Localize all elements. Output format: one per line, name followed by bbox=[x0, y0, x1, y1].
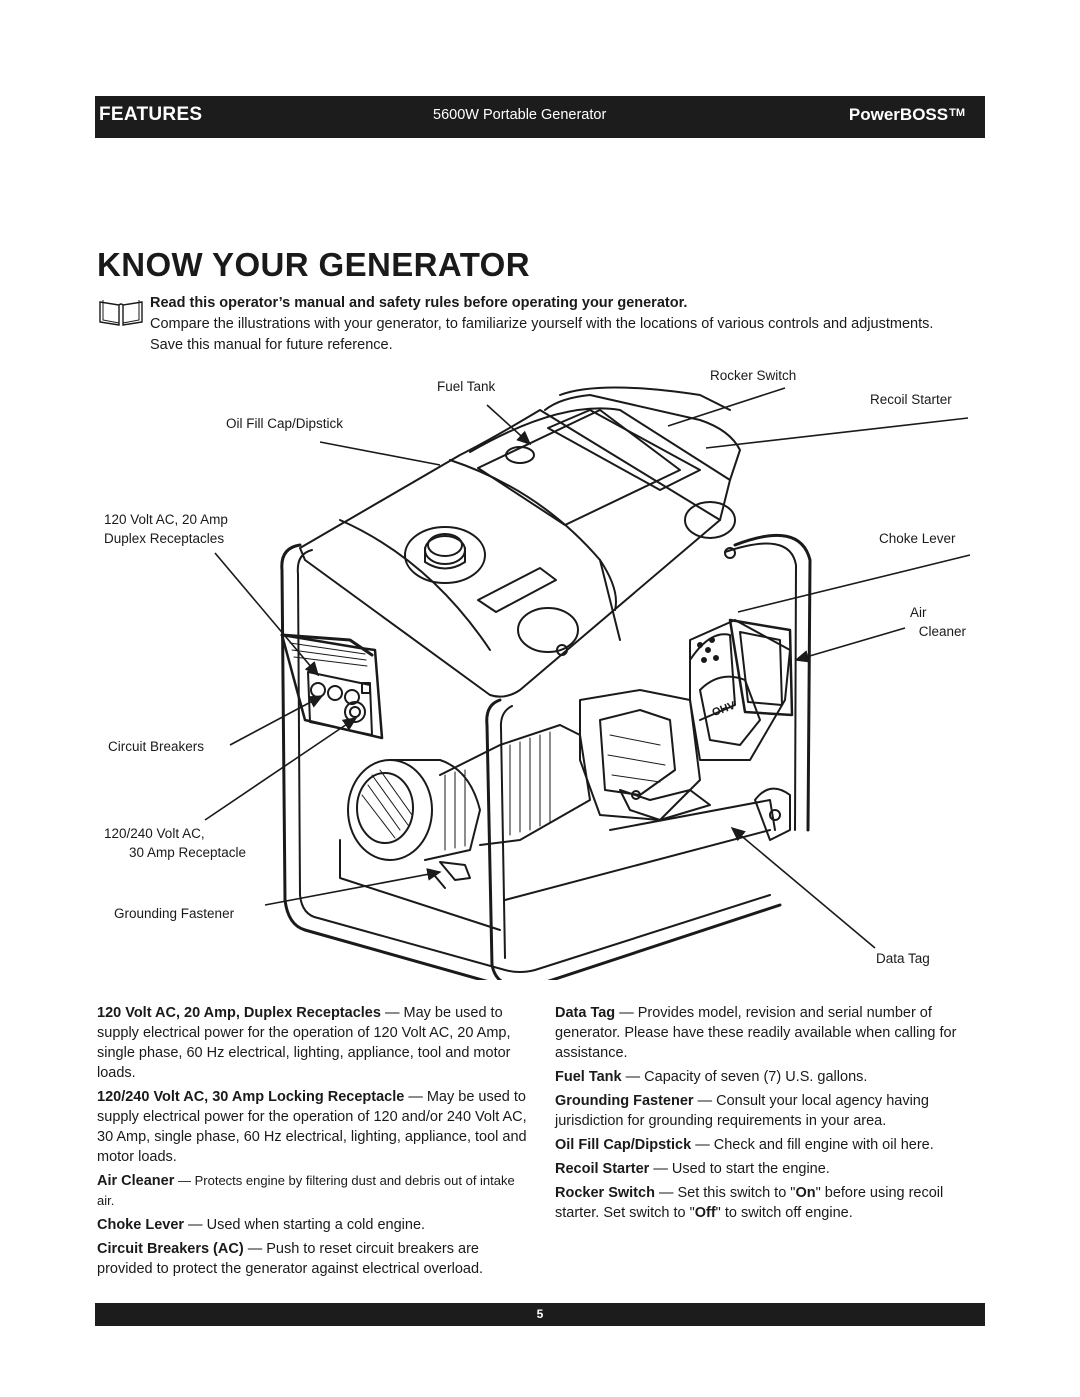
callout-receptacle-line1: 120/240 Volt AC, bbox=[104, 826, 205, 841]
callout-rocker-switch: Rocker Switch bbox=[710, 368, 797, 383]
desc-term: Air Cleaner bbox=[97, 1173, 175, 1189]
desc-fuel-tank: Fuel Tank — Capacity of seven (7) U.S. g… bbox=[555, 1067, 990, 1087]
callout-receptacle: 120/240 Volt AC, 30 Amp Receptacle bbox=[100, 824, 275, 862]
callout-choke-lever: Choke Lever bbox=[879, 531, 956, 546]
book-icon bbox=[99, 300, 143, 326]
page-title: KNOW YOUR GENERATOR bbox=[97, 246, 530, 283]
desc-text: — Protects engine by filtering dust and … bbox=[97, 1173, 515, 1208]
section-title: FEATURES bbox=[99, 104, 203, 125]
desc-text: — Push to reset circuit breakers are pro… bbox=[97, 1241, 484, 1277]
desc-circuit-breakers: Circuit Breakers (AC) — Push to reset ci… bbox=[97, 1239, 527, 1279]
callout-data-tag: Data Tag bbox=[876, 951, 930, 966]
callout-oil-fill: Oil Fill Cap/Dipstick bbox=[226, 416, 344, 431]
desc-term: Grounding Fastener bbox=[555, 1093, 694, 1109]
desc-on: On bbox=[795, 1185, 816, 1201]
desc-rocker-switch: Rocker Switch — Set this switch to "On" … bbox=[555, 1183, 990, 1223]
callout-receptacle-line2: 30 Amp Receptacle bbox=[128, 845, 247, 860]
desc-text: — May be used to supply electrical power… bbox=[97, 1005, 511, 1081]
page-number: 5 bbox=[536, 1307, 544, 1321]
generator-illustration: OHV bbox=[204, 386, 971, 980]
callout-circuit-breakers: Circuit Breakers bbox=[108, 739, 205, 754]
brand-text: PowerBOSS bbox=[848, 105, 949, 124]
desc-recoil-starter: Recoil Starter — Used to start the engin… bbox=[555, 1159, 990, 1179]
desc-term: Data Tag bbox=[555, 1005, 616, 1021]
desc-term: 120 Volt AC, 20 Amp, Duplex Receptacles bbox=[97, 1005, 381, 1021]
descriptions-right: Data Tag — Provides model, revision and … bbox=[555, 1003, 990, 1227]
desc-term: Oil Fill Cap/Dipstick bbox=[555, 1137, 692, 1153]
trademark: TM bbox=[949, 107, 965, 119]
intro-warning: Read this operator’s manual and safety r… bbox=[150, 295, 688, 311]
desc-text: — Check and fill engine with oil here. bbox=[691, 1137, 934, 1153]
desc-off: Off bbox=[694, 1205, 716, 1221]
brand-name: PowerBOSSTM bbox=[849, 105, 965, 125]
callout-duplex-line2: Duplex Receptacles bbox=[104, 531, 225, 546]
callout-air-line2: Cleaner bbox=[918, 624, 966, 639]
intro-text: Read this operator’s manual and safety r… bbox=[150, 293, 960, 356]
desc-data-tag: Data Tag — Provides model, revision and … bbox=[555, 1003, 990, 1063]
desc-term: Rocker Switch bbox=[555, 1185, 655, 1201]
footer-bar: 5 bbox=[95, 1303, 985, 1326]
desc-locking-receptacle: 120/240 Volt AC, 30 Amp Locking Receptac… bbox=[97, 1087, 527, 1167]
desc-term: Choke Lever bbox=[97, 1217, 185, 1233]
desc-grounding-fastener: Grounding Fastener — Consult your local … bbox=[555, 1091, 990, 1131]
header-bar: FEATURES 5600W Portable Generator PowerB… bbox=[95, 96, 985, 138]
desc-text: — Capacity of seven (7) U.S. gallons. bbox=[621, 1069, 868, 1085]
desc-term: Recoil Starter bbox=[555, 1161, 650, 1177]
desc-oil-fill: Oil Fill Cap/Dipstick — Check and fill e… bbox=[555, 1135, 990, 1155]
desc-text: — Set this switch to " bbox=[654, 1185, 796, 1201]
intro-body: Compare the illustrations with your gene… bbox=[150, 316, 934, 353]
desc-choke-lever: Choke Lever — Used when starting a cold … bbox=[97, 1215, 527, 1235]
desc-term: 120/240 Volt AC, 30 Amp Locking Receptac… bbox=[97, 1089, 405, 1105]
desc-text: " before using recoil starter. Set switc… bbox=[555, 1185, 944, 1221]
desc-term: Circuit Breakers (AC) bbox=[97, 1241, 244, 1257]
desc-text: — May be used to supply electrical power… bbox=[97, 1089, 527, 1165]
desc-duplex: 120 Volt AC, 20 Amp, Duplex Receptacles … bbox=[97, 1003, 527, 1083]
desc-text: — Used to start the engine. bbox=[649, 1161, 830, 1177]
desc-air-cleaner: Air Cleaner — Protects engine by filteri… bbox=[97, 1171, 527, 1211]
callout-recoil-starter: Recoil Starter bbox=[870, 392, 952, 407]
desc-text: — Provides model, revision and serial nu… bbox=[555, 1005, 957, 1061]
callout-duplex: 120 Volt AC, 20 Amp Duplex Receptacles bbox=[104, 510, 228, 548]
desc-term: Fuel Tank bbox=[555, 1069, 622, 1085]
callout-air-line1: Air bbox=[910, 605, 927, 620]
callout-fuel-tank: Fuel Tank bbox=[437, 379, 496, 394]
callout-duplex-line1: 120 Volt AC, 20 Amp bbox=[104, 512, 228, 527]
desc-text: — Consult your local agency having juris… bbox=[555, 1093, 929, 1129]
product-name: 5600W Portable Generator bbox=[433, 107, 607, 123]
desc-text: " to switch off engine. bbox=[715, 1205, 853, 1221]
callout-air-cleaner: Air Cleaner bbox=[906, 603, 966, 641]
generator-diagram: OHV bbox=[0, 360, 1080, 980]
descriptions-left: 120 Volt AC, 20 Amp, Duplex Receptacles … bbox=[97, 1003, 527, 1283]
desc-text: — Used when starting a cold engine. bbox=[184, 1217, 426, 1233]
callout-grounding-fastener: Grounding Fastener bbox=[114, 906, 235, 921]
